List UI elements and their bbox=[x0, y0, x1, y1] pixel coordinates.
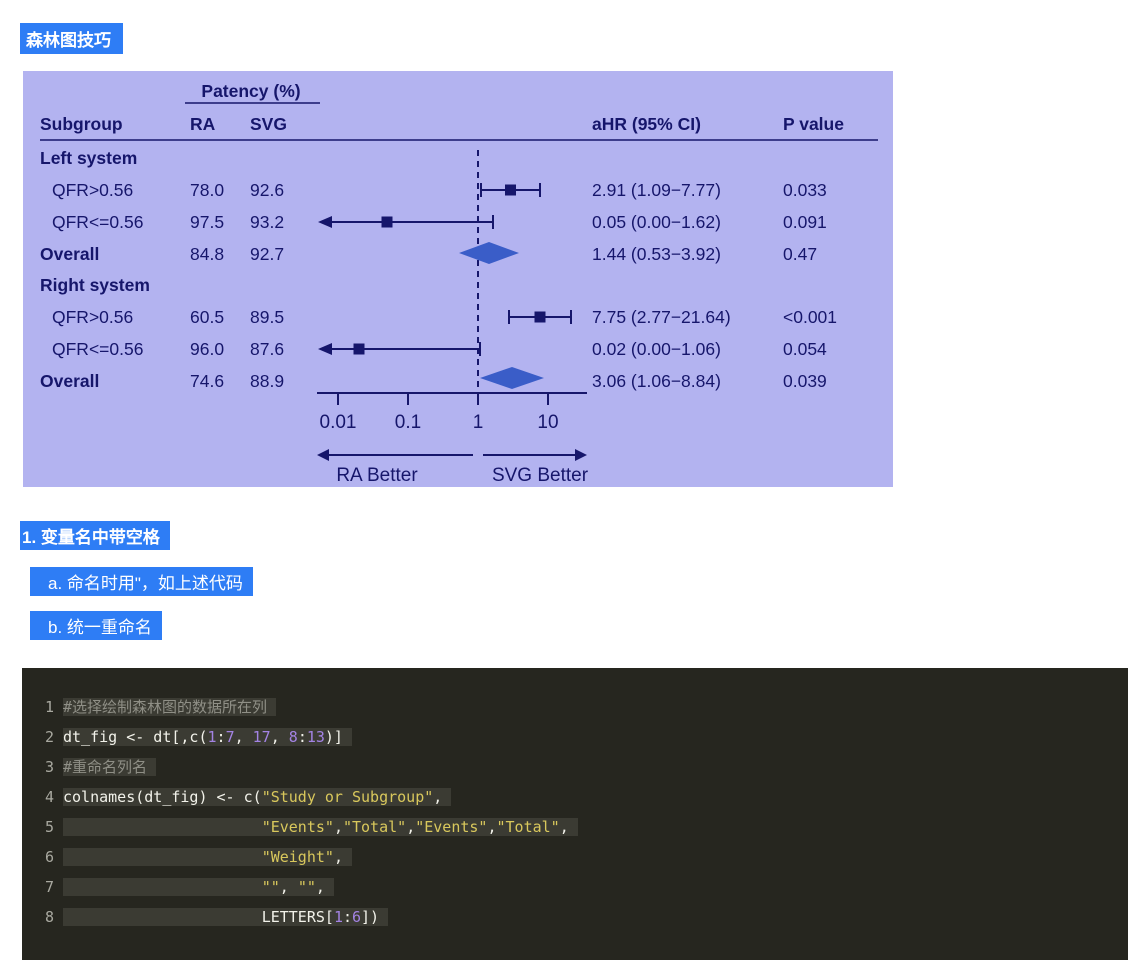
group-label: Left system bbox=[40, 148, 137, 168]
code-content: "Events","Total","Events","Total", bbox=[63, 818, 578, 836]
code-content: #重命名列名 bbox=[63, 758, 157, 776]
right-arrowhead-icon bbox=[575, 449, 587, 461]
right-direction-label: SVG Better bbox=[492, 465, 589, 486]
row-ra: 84.8 bbox=[190, 244, 224, 264]
group-label: Right system bbox=[40, 275, 150, 295]
row-ra: 78.0 bbox=[190, 180, 224, 200]
row-pvalue: 0.091 bbox=[783, 212, 827, 232]
ci-arrowhead bbox=[318, 216, 332, 228]
line-number: 5 bbox=[44, 818, 54, 836]
x-tick-label: 0.01 bbox=[320, 412, 357, 433]
row-svg: 93.2 bbox=[250, 212, 284, 232]
code-content: dt_fig <- dt[,c(1:7, 17, 8:13)] bbox=[63, 728, 352, 746]
section-heading: 1. 变量名中带空格 bbox=[20, 521, 170, 550]
row-label: Overall bbox=[40, 244, 99, 264]
row-svg: 92.6 bbox=[250, 180, 284, 200]
point-estimate-marker bbox=[534, 311, 546, 323]
list-item-a: a. 命名时用"，如上述代码 bbox=[30, 567, 253, 596]
row-pvalue: 0.039 bbox=[783, 371, 827, 391]
list-item-b: b. 统一重命名 bbox=[30, 611, 162, 640]
col-header-subgroup: Subgroup bbox=[40, 114, 123, 134]
col-header-svg: SVG bbox=[250, 114, 287, 134]
row-pvalue: <0.001 bbox=[783, 307, 837, 327]
row-label: QFR>0.56 bbox=[52, 180, 133, 200]
col-header-ra: RA bbox=[190, 114, 216, 134]
row-label: QFR>0.56 bbox=[52, 307, 133, 327]
row-svg: 87.6 bbox=[250, 339, 284, 359]
row-svg: 88.9 bbox=[250, 371, 284, 391]
row-ra: 97.5 bbox=[190, 212, 224, 232]
code-content: "Weight", bbox=[63, 848, 352, 866]
point-estimate-marker bbox=[353, 343, 365, 355]
ci-arrowhead bbox=[318, 343, 332, 355]
forest-plot-svg: Patency (%) Subgroup RA SVG aHR (95% CI)… bbox=[40, 81, 878, 486]
code-line: 7 "", "", bbox=[40, 872, 1128, 902]
col-header-pvalue: P value bbox=[783, 114, 844, 134]
forest-plot-figure: Patency (%) Subgroup RA SVG aHR (95% CI)… bbox=[23, 71, 893, 487]
row-pvalue: 0.033 bbox=[783, 180, 827, 200]
row-pvalue: 0.47 bbox=[783, 244, 817, 264]
line-number: 3 bbox=[44, 758, 54, 776]
row-ra: 60.5 bbox=[190, 307, 224, 327]
row-ahr: 2.91 (1.09−7.77) bbox=[592, 180, 721, 200]
code-content: LETTERS[1:6]) bbox=[63, 908, 389, 926]
row-ahr: 0.02 (0.00−1.06) bbox=[592, 339, 721, 359]
line-number: 6 bbox=[44, 848, 54, 866]
code-block: 1 #选择绘制森林图的数据所在列 2 dt_fig <- dt[,c(1:7, 17… bbox=[22, 668, 1128, 960]
left-direction-label: RA Better bbox=[336, 465, 418, 486]
line-number: 8 bbox=[44, 908, 54, 926]
line-number: 2 bbox=[44, 728, 54, 746]
code-line: 3 #重命名列名 bbox=[40, 752, 1128, 782]
col-header-patency: Patency (%) bbox=[201, 81, 300, 101]
line-number: 1 bbox=[44, 698, 54, 716]
col-header-ahr: aHR (95% CI) bbox=[592, 114, 701, 134]
line-number: 4 bbox=[44, 788, 54, 806]
code-line: 8 LETTERS[1:6]) bbox=[40, 902, 1128, 932]
line-number: 7 bbox=[44, 878, 54, 896]
overall-diamond bbox=[459, 242, 519, 264]
code-line: 6 "Weight", bbox=[40, 842, 1128, 872]
code-line: 1 #选择绘制森林图的数据所在列 bbox=[40, 692, 1128, 722]
row-label: QFR<=0.56 bbox=[52, 212, 143, 232]
left-arrowhead-icon bbox=[317, 449, 329, 461]
point-estimate-marker bbox=[505, 184, 516, 196]
row-ra: 96.0 bbox=[190, 339, 224, 359]
x-tick-label: 10 bbox=[537, 412, 558, 433]
row-ra: 74.6 bbox=[190, 371, 224, 391]
overall-diamond bbox=[480, 367, 544, 389]
x-tick-label: 0.1 bbox=[395, 412, 421, 433]
code-line: 4 colnames(dt_fig) <- c("Study or Subgrou… bbox=[40, 782, 1128, 812]
row-ahr: 3.06 (1.06−8.84) bbox=[592, 371, 721, 391]
row-ahr: 0.05 (0.00−1.62) bbox=[592, 212, 721, 232]
row-ahr: 7.75 (2.77−21.64) bbox=[592, 307, 731, 327]
row-label: QFR<=0.56 bbox=[52, 339, 143, 359]
code-content: #选择绘制森林图的数据所在列 bbox=[63, 698, 277, 716]
code-line: 5 "Events","Total","Events","Total", bbox=[40, 812, 1128, 842]
code-content: "", "", bbox=[63, 878, 334, 896]
code-content: colnames(dt_fig) <- c("Study or Subgroup… bbox=[63, 788, 452, 806]
code-line: 2 dt_fig <- dt[,c(1:7, 17, 8:13)] bbox=[40, 722, 1128, 752]
row-pvalue: 0.054 bbox=[783, 339, 827, 359]
row-ahr: 1.44 (0.53−3.92) bbox=[592, 244, 721, 264]
row-svg: 92.7 bbox=[250, 244, 284, 264]
point-estimate-marker bbox=[381, 216, 393, 228]
row-svg: 89.5 bbox=[250, 307, 284, 327]
row-label: Overall bbox=[40, 371, 99, 391]
x-tick-label: 1 bbox=[473, 412, 484, 433]
page-title: 森林图技巧 bbox=[20, 23, 123, 54]
